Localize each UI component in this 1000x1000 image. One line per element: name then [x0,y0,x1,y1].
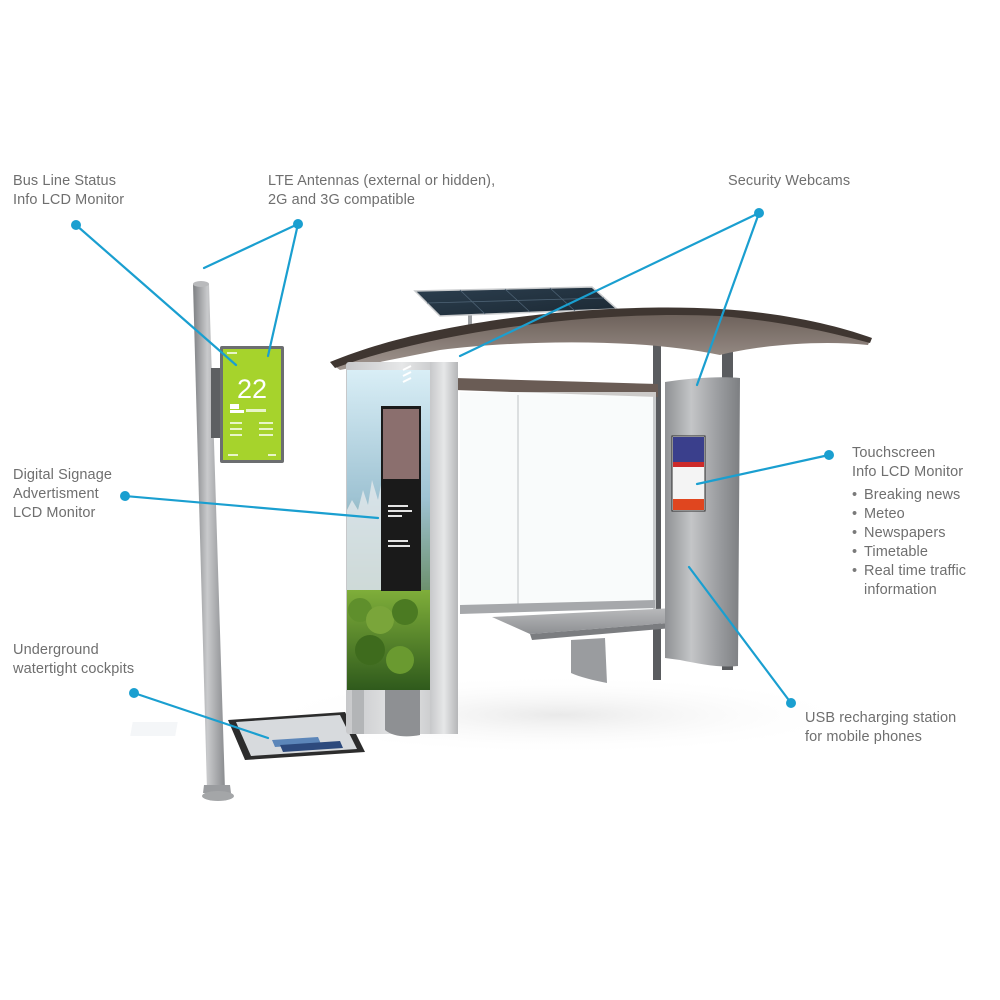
callout-digital-signage: Digital Signage Advertisment LCD Monitor [13,466,112,523]
label-line: USB recharging station [805,710,957,726]
underground-cockpit [130,712,365,760]
label-line: LTE Antennas (external or hidden), [268,173,496,189]
callout-touchscreen: Touchscreen Info LCD Monitor Breaking ne… [852,444,966,600]
touchscreen-side-panel [665,377,740,667]
callout-dots [71,208,834,708]
label-line: Bus Line Status [13,173,117,189]
label-line: LCD Monitor [13,505,96,521]
callout-lte-antennas: LTE Antennas (external or hidden), 2G an… [268,172,495,210]
feature-item: Timetable [852,543,966,562]
label-line: 2G and 3G compatible [268,192,416,208]
touchscreen-feature-list: Breaking news Meteo Newspapers Timetable… [852,486,966,600]
bus-line-status-monitor: 22 [220,346,284,463]
label-line: Security Webcams [728,173,851,189]
feature-item: Breaking news [852,486,966,505]
advertising-totem [346,362,458,737]
shelter-roof [330,307,872,370]
callout-lines [74,211,831,740]
label-line: watertight cockpits [13,661,135,677]
label-line: Advertisment [13,486,99,502]
label-line: for mobile phones [805,729,922,745]
pole-display-number: 22 [237,374,267,404]
callout-security-webcams: Security Webcams [728,172,850,191]
label-line: Digital Signage [13,467,113,483]
label-line: Info LCD Monitor [852,464,964,480]
label-line: Info LCD Monitor [13,192,125,208]
callout-underground-cockpits: Underground watertight cockpits [13,641,134,679]
feature-item: Newspapers [852,524,966,543]
feature-item: Meteo [852,505,966,524]
callout-bus-line-status: Bus Line Status Info LCD Monitor [13,172,124,210]
callout-usb-recharging: USB recharging station for mobile phones [805,709,956,747]
label-line: Touchscreen [852,445,936,461]
bench [492,608,684,683]
label-line: Underground [13,642,99,658]
